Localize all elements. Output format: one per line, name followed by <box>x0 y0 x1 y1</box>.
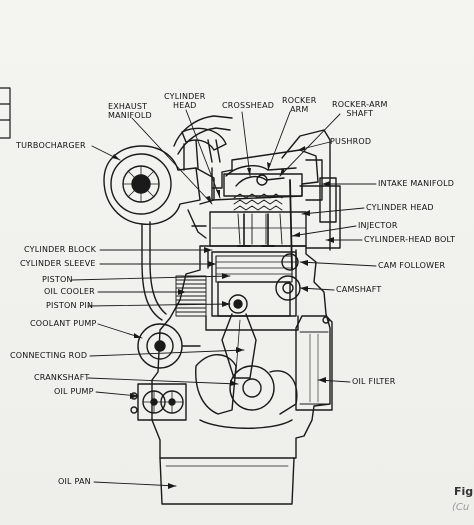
label-rocker-arm-line2: ARM <box>289 105 309 114</box>
label-camshaft: CAMSHAFT <box>336 285 382 294</box>
label-cylinder-head-bolt: CYLINDER-HEAD BOLT <box>364 235 456 244</box>
label-cylinder-head-top-line2: HEAD <box>173 101 197 110</box>
label-cylinder-block: CYLINDER BLOCK <box>24 245 97 254</box>
oil-cooler <box>175 275 207 317</box>
label-intake-manifold: INTAKE MANIFOLD <box>378 179 455 188</box>
figure-caption-sub: (Cu <box>452 502 470 513</box>
label-cylinder-head-top: CYLINDER HEAD <box>164 92 206 110</box>
label-exhaust-manifold-line1: EXHAUST <box>108 102 148 111</box>
label-crosshead: CROSSHEAD <box>222 101 275 110</box>
cylinder-block <box>151 245 331 459</box>
label-oil-pan: OIL PAN <box>58 477 91 486</box>
label-cylinder-head-top-line1: CYLINDER <box>164 92 206 101</box>
label-cylinder-sleeve: CYLINDER SLEEVE <box>20 259 96 268</box>
figure-caption: Fig <box>454 485 474 498</box>
label-oil-filter: OIL FILTER <box>352 377 396 386</box>
label-turbocharger: TURBOCHARGER <box>16 141 86 150</box>
coolant-hose <box>141 209 207 321</box>
label-rocker-arm-shaft: ROCKER-ARM SHAFT <box>332 100 388 118</box>
label-rocker-arm: ROCKER ARM <box>282 96 317 114</box>
label-rocker-arm-shaft-line2: SHAFT <box>346 109 374 118</box>
label-cam-follower: CAM FOLLOWER <box>378 261 446 270</box>
label-injector: INJECTOR <box>358 221 398 230</box>
oil-filter <box>295 315 333 411</box>
label-piston-pin: PISTON PIN <box>46 301 94 310</box>
label-pushrod: PUSHROD <box>330 137 372 146</box>
label-cylinder-head: CYLINDER HEAD <box>366 203 434 212</box>
table-fragment <box>0 87 11 139</box>
label-coolant-pump: COOLANT PUMP <box>30 319 97 328</box>
label-piston: PISTON <box>42 275 73 284</box>
label-rocker-arm-line1: ROCKER <box>282 96 317 105</box>
exhaust-manifold <box>173 115 233 205</box>
label-exhaust-manifold: EXHAUST MANIFOLD <box>108 102 152 120</box>
label-rocker-arm-shaft-line1: ROCKER-ARM <box>332 100 388 109</box>
turbocharger <box>103 127 227 225</box>
camshaft <box>275 253 301 301</box>
cylinder-head-assembly <box>209 149 319 247</box>
leader-lines <box>71 109 377 487</box>
leader-arrowheads <box>112 146 334 489</box>
label-connecting-rod: CONNECTING ROD <box>10 351 88 360</box>
oil-pan <box>159 457 295 505</box>
label-crankshaft: CRANKSHAFT <box>34 373 90 382</box>
coolant-pump <box>137 323 201 369</box>
label-oil-pump: OIL PUMP <box>54 387 94 396</box>
label-oil-cooler: OIL COOLER <box>44 287 95 296</box>
crankshaft <box>195 354 298 429</box>
label-exhaust-manifold-line2: MANIFOLD <box>108 111 152 120</box>
connecting-rod <box>221 313 257 379</box>
oil-pump <box>130 383 187 421</box>
